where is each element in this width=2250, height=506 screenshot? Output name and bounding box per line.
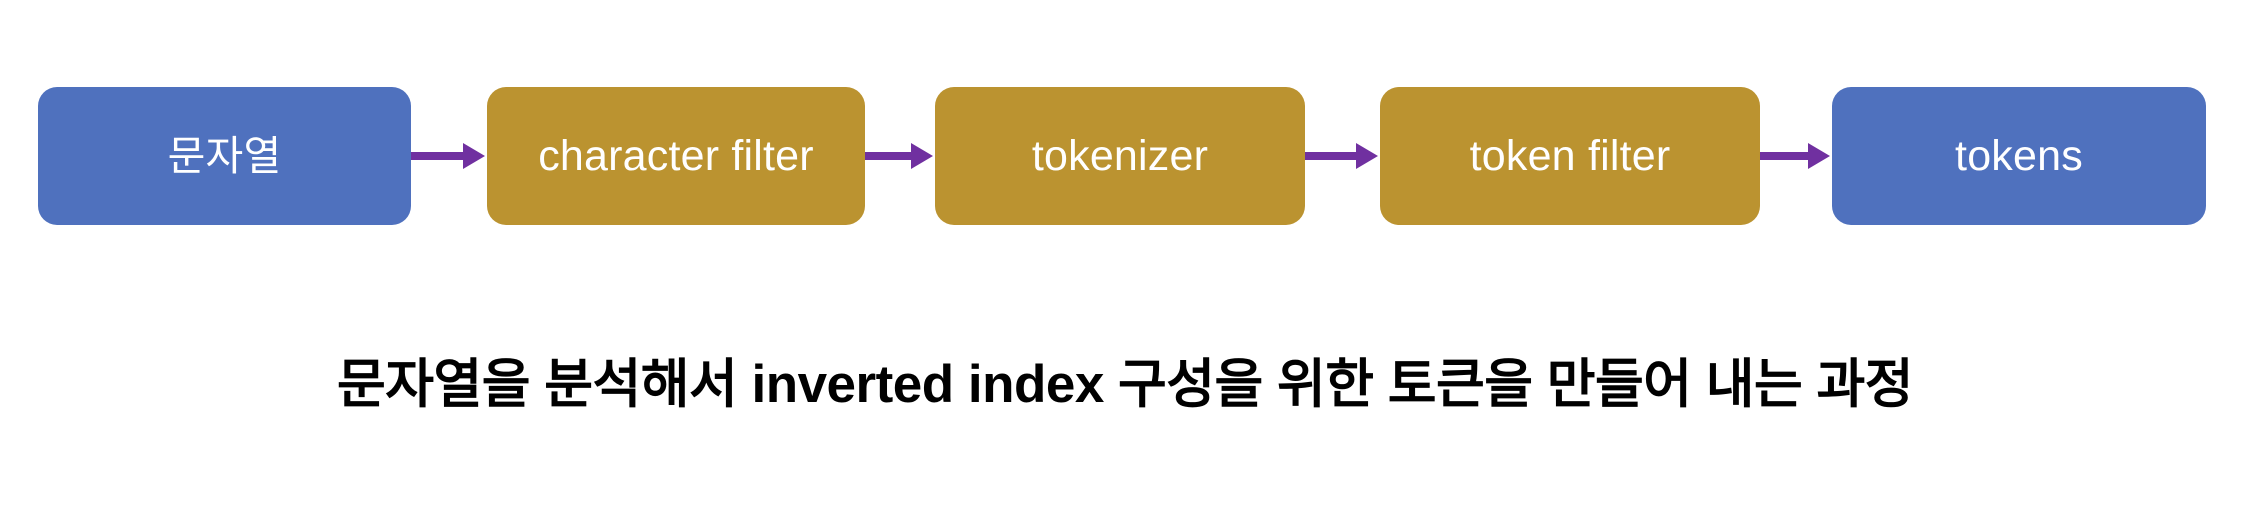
pipeline-node-character-filter[interactable]: character filter: [487, 87, 865, 225]
flow-arrow-2: [865, 87, 935, 225]
analysis-pipeline: 문자열 character filter tokenizer: [38, 87, 2206, 225]
arrow-right-icon: [1305, 139, 1380, 173]
pipeline-node-label: character filter: [538, 131, 814, 180]
pipeline-node-input-string[interactable]: 문자열: [38, 87, 411, 225]
flow-arrow-4: [1760, 87, 1832, 225]
pipeline-node-label: tokens: [1955, 131, 2083, 180]
pipeline-node-label: tokenizer: [1031, 131, 1209, 180]
flow-arrow-1: [411, 87, 487, 225]
flow-arrow-3: [1305, 87, 1380, 225]
pipeline-node-label: token filter: [1469, 131, 1671, 180]
pipeline-node-tokenizer[interactable]: tokenizer: [935, 87, 1305, 225]
pipeline-node-tokens[interactable]: tokens: [1832, 87, 2206, 225]
arrow-right-icon: [1760, 139, 1832, 173]
diagram-caption: 문자열을 분석해서 inverted index 구성을 위한 토큰을 만들어 …: [336, 355, 1914, 414]
arrow-right-icon: [411, 139, 487, 173]
pipeline-node-token-filter[interactable]: token filter: [1380, 87, 1760, 225]
arrow-right-icon: [865, 139, 935, 173]
pipeline-node-label: 문자열: [167, 132, 282, 179]
